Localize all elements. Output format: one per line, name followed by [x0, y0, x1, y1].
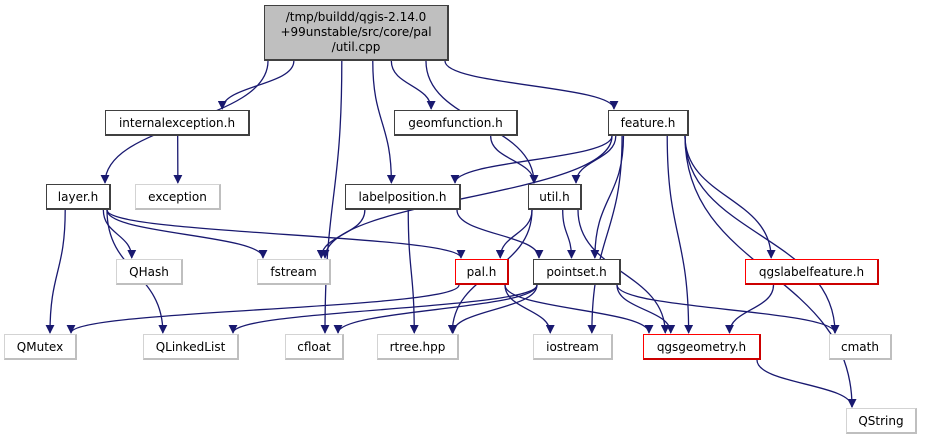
edge-feature_h-to-util_h [571, 135, 617, 184]
node-qlinkedlist[interactable]: QLinkedList [143, 334, 239, 360]
edge-qgslabelfeature_h-to-qgsgeometry_h [725, 284, 775, 334]
node-geomfunction-h[interactable]: geomfunction.h [394, 110, 518, 136]
edge-layer_h-to-pal_h [106, 209, 466, 259]
node-util-h[interactable]: util.h [528, 184, 582, 210]
node-pointset-h[interactable]: pointset.h [533, 259, 621, 285]
node-qgsgeometry-h[interactable]: qgsgeometry.h [643, 334, 761, 360]
node-cfloat[interactable]: cfloat [285, 334, 344, 360]
edge-pal_h-to-iostream [504, 284, 555, 334]
edge-util_cpp-to-geomfunction_h [390, 60, 436, 110]
edge-pointset_h-to-qgsgeometry_h [616, 284, 676, 334]
edge-pal_h-to-QMutex [66, 284, 460, 334]
node-fstream[interactable]: fstream [257, 259, 331, 285]
edge-feature_h-to-labelposition_h [450, 135, 613, 184]
node-layer-h[interactable]: layer.h [46, 184, 111, 210]
node-qstring[interactable]: QString [846, 408, 917, 434]
root-file-path-line-2: +99unstable/src/core/pal [280, 25, 432, 39]
edge-geomfunction_h-to-util_h [490, 135, 539, 184]
edge-pointset_h-to-QLinkedList [228, 284, 538, 334]
edge-pal_h-to-qgsgeometry_h [504, 284, 654, 334]
edge-feature_h-to-qgslabelfeature_h [684, 135, 776, 259]
root-file-node[interactable]: /tmp/buildd/qgis-2.14.0 +99unstable/src/… [264, 5, 449, 61]
edge-feature_h-to-iostream [587, 135, 623, 334]
edge-labelposition_h-to-pointset_h [456, 209, 544, 259]
edge-qgsgeometry_h-to-QString [756, 359, 857, 408]
node-pal-h[interactable]: pal.h [455, 259, 509, 285]
edge-pointset_h-to-rtree_hpp [448, 284, 538, 334]
edge-layer_h-to-QHash [102, 209, 137, 259]
node-cmath[interactable]: cmath [829, 334, 892, 360]
node-labelposition-h[interactable]: labelposition.h [345, 184, 461, 210]
node-qgslabelfeature-h[interactable]: qgslabelfeature.h [745, 259, 879, 285]
edge-feature_h-to-qgsgeometry_h [666, 135, 694, 334]
edge-feature_h-to-cmath [684, 135, 840, 334]
edge-util_h-to-pal_h [495, 209, 533, 259]
edge-util_h-to-qgsgeometry_h [577, 209, 670, 334]
node-rtree-hpp[interactable]: rtree.hpp [377, 334, 459, 360]
edge-feature_h-to-pointset_h [590, 135, 625, 259]
node-qmutex[interactable]: QMutex [4, 334, 77, 360]
edge-util_cpp-to-internalexception_h [217, 60, 295, 110]
edge-labelposition_h-to-rtree_hpp [407, 209, 419, 334]
edge-util_h-to-pointset_h [562, 209, 576, 259]
node-exception[interactable]: exception [135, 184, 221, 210]
edge-util_cpp-to-feature_h [444, 60, 619, 110]
edge-pointset_h-to-cmath [616, 284, 840, 334]
node-internalexception-h[interactable]: internalexception.h [105, 110, 250, 136]
node-qhash[interactable]: QHash [116, 259, 183, 285]
edge-labelposition_h-to-fstream [316, 209, 366, 259]
edge-pointset_h-to-cfloat [333, 284, 538, 334]
node-feature-h[interactable]: feature.h [608, 110, 689, 136]
edge-util_cpp-to-labelposition_h [372, 60, 396, 184]
root-file-path-line-3: /util.cpp [331, 40, 381, 54]
edge-layer_h-to-QMutex [45, 209, 66, 334]
edge-util_cpp-to-cfloat [320, 60, 343, 334]
node-iostream[interactable]: iostream [533, 334, 613, 360]
edge-layer_h-to-fstream [106, 209, 268, 259]
root-file-path-line-1: /tmp/buildd/qgis-2.14.0 [285, 10, 427, 24]
